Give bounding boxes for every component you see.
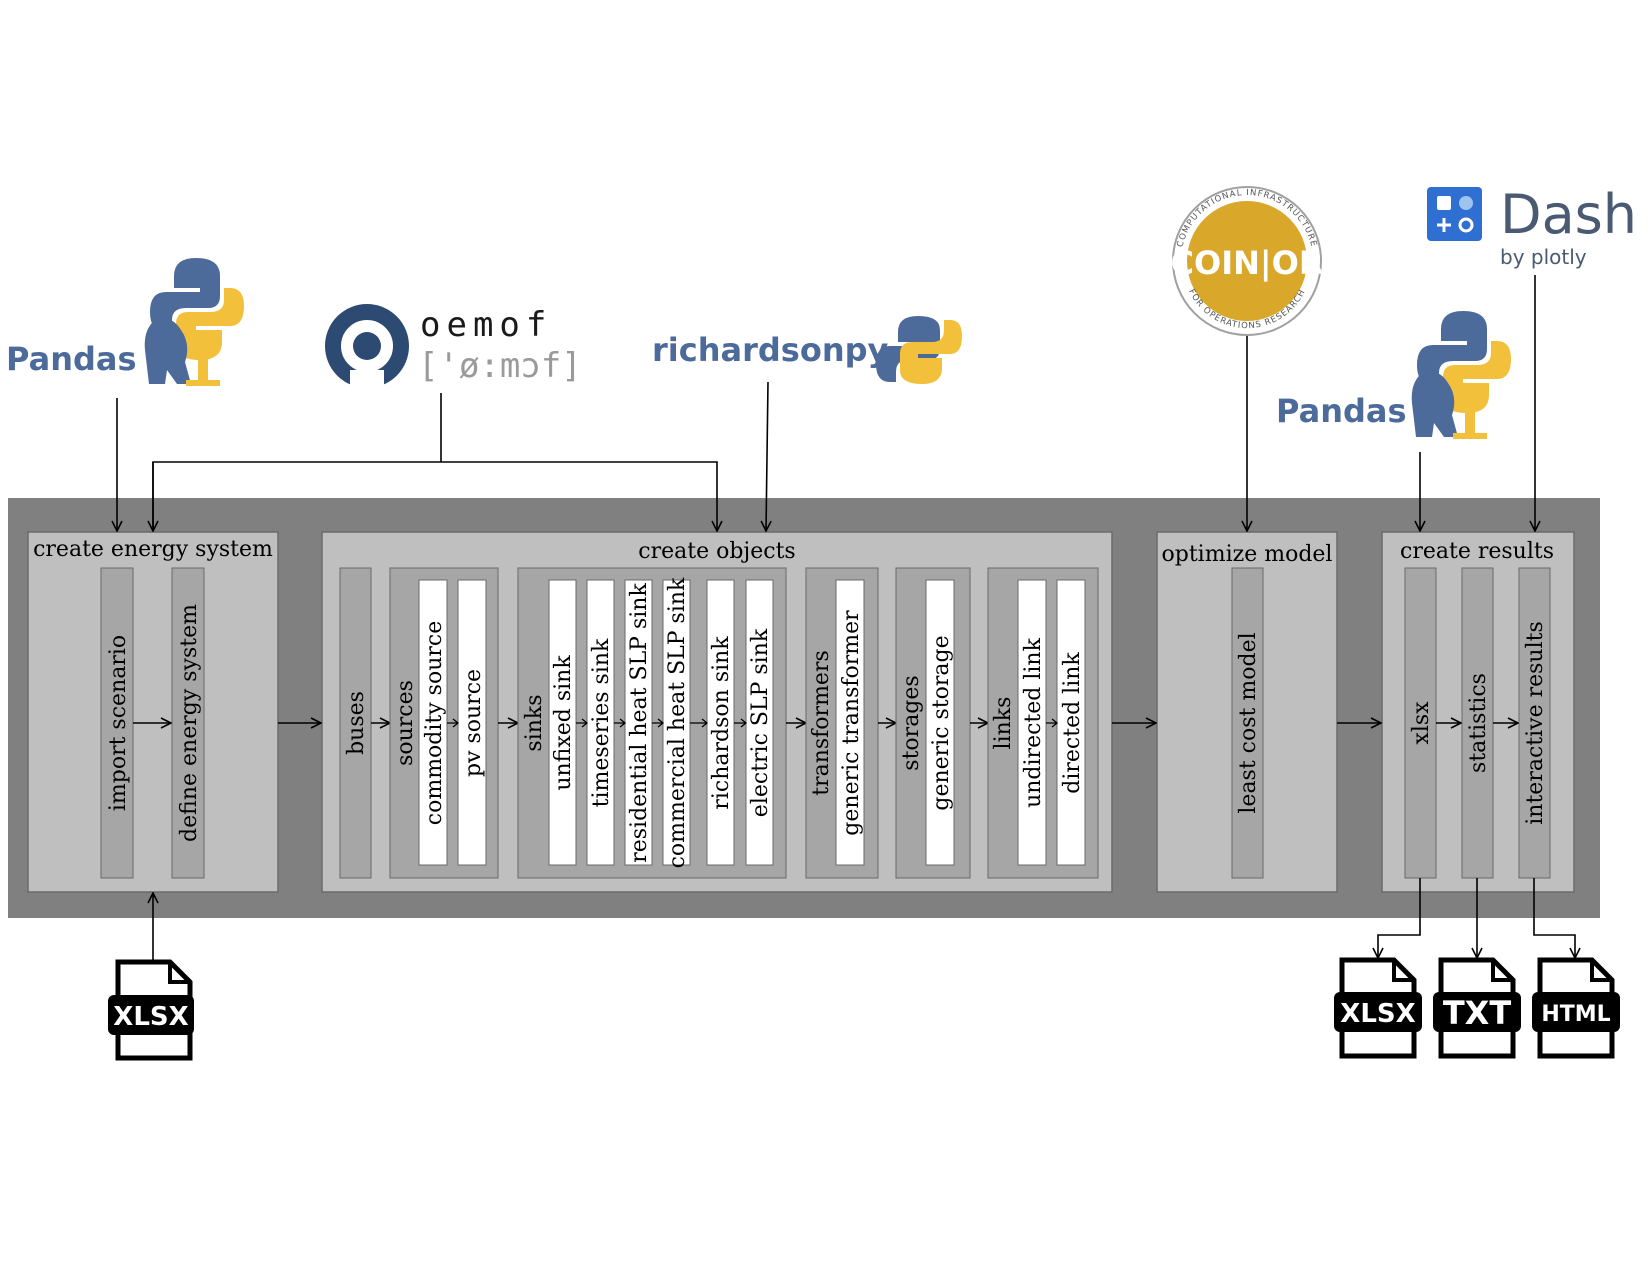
file-label: HTML — [1541, 1002, 1610, 1027]
group-buses: buses — [344, 691, 369, 755]
python-icon — [876, 316, 962, 384]
leaf-timeseries-sink: timeseries sink — [589, 638, 614, 807]
richardsonpy-logo: richardsonpy — [652, 316, 962, 384]
item-statistics: statistics — [1466, 673, 1491, 773]
item-xlsx: xlsx — [1409, 701, 1434, 745]
group-sinks: sinks — [522, 694, 547, 751]
item-least-cost-model: least cost model — [1236, 632, 1261, 813]
file-label: TXT — [1443, 994, 1512, 1032]
leaf-commodity-source: commodity source — [422, 621, 447, 825]
file-label: XLSX — [1340, 999, 1415, 1029]
pandas-python-icon — [144, 258, 244, 386]
coin-or-wordmark: COIN|OR — [1171, 244, 1324, 283]
stage-title: create energy system — [33, 537, 273, 562]
output-file-txt-icon: TXT — [1433, 957, 1521, 1059]
stage-optimize-model: optimize model least cost model — [1156, 531, 1338, 893]
leaf-pv-source: pv source — [461, 669, 486, 777]
dash-app-icon — [1427, 187, 1482, 241]
file-label: XLSX — [113, 1002, 188, 1032]
stage-title: create objects — [638, 539, 795, 564]
stage-title: create results — [1400, 539, 1554, 564]
oemof-logo: oemof ['ø:mɔf] — [325, 304, 582, 390]
input-file-xlsx-icon: XLSX — [108, 959, 194, 1061]
leaf-generic-storage: generic storage — [929, 635, 954, 810]
coin-or-logo: COIN|OR COMPUTATIONAL INFRASTRUCTURE FOR… — [1171, 186, 1324, 336]
coin-or-seal-icon — [1187, 201, 1307, 321]
item-define-energy-system: define energy system — [177, 604, 202, 842]
logo-connectors — [117, 275, 1575, 960]
pandas-wordmark: Pandas — [1276, 392, 1407, 430]
richardsonpy-wordmark: richardsonpy — [652, 331, 889, 369]
output-file-html-icon: HTML — [1532, 957, 1620, 1059]
stage-create-results: create results xlsx statistics interacti… — [1381, 531, 1575, 893]
pandas-logo-left: Pandas — [6, 258, 244, 386]
dash-wordmark: Dash — [1500, 183, 1637, 246]
stage-create-objects: create objects buses sources commodity s… — [321, 531, 1113, 893]
leaf-electric-slp-sink: electric SLP sink — [748, 628, 773, 817]
dash-byline: by plotly — [1500, 245, 1587, 269]
group-sources: sources — [393, 680, 418, 766]
leaf-unfixed-sink: unfixed sink — [551, 655, 576, 791]
pandas-logo-right: Pandas — [1276, 311, 1511, 439]
dash-logo: Dash by plotly — [1427, 183, 1637, 269]
pandas-python-icon — [1411, 311, 1511, 439]
leaf-undirected-link: undirected link — [1021, 637, 1046, 807]
leaf-directed-link: directed link — [1060, 652, 1085, 794]
leaf-richardson-sink: richardson sink — [709, 636, 734, 810]
item-interactive-results: interactive results — [1523, 621, 1548, 825]
leaf-residential-heat-slp-sink: residential heat SLP sink — [627, 583, 652, 863]
stage-title: optimize model — [1162, 542, 1333, 567]
oemof-wordmark: oemof — [420, 305, 552, 345]
oemof-pronunciation: ['ø:mɔf] — [418, 346, 582, 386]
group-storages: storages — [899, 675, 924, 770]
pandas-wordmark: Pandas — [6, 340, 137, 378]
stage-create-energy-system: create energy system import scenario def… — [27, 531, 279, 893]
item-import-scenario: import scenario — [106, 635, 131, 811]
output-file-xlsx-icon: XLSX — [1334, 957, 1422, 1059]
leaf-commercial-heat-slp-sink: commercial heat SLP sink — [665, 577, 690, 868]
leaf-generic-transformer: generic transformer — [839, 610, 864, 836]
group-transformers: transformers — [809, 650, 834, 796]
group-links: links — [991, 697, 1016, 750]
